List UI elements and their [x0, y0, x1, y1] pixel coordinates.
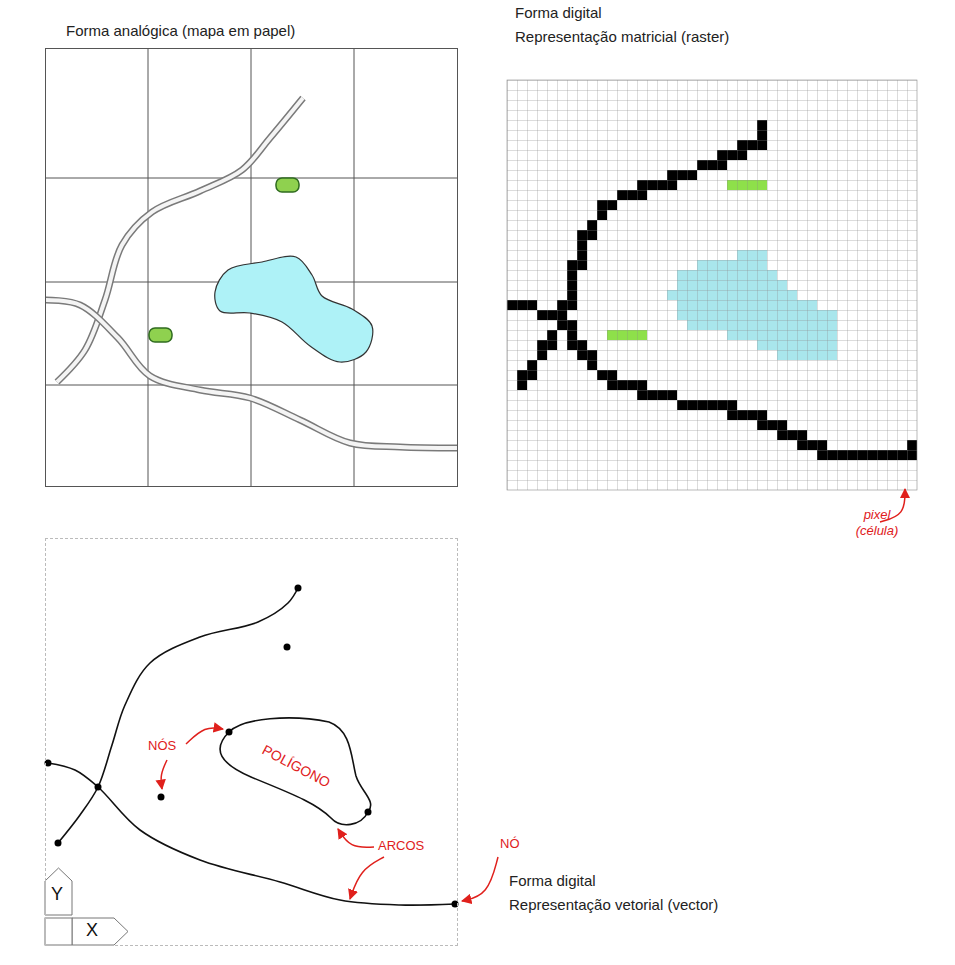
- leader-lines: [161, 489, 905, 901]
- node-point: [95, 784, 102, 791]
- leader-arrow: [161, 760, 167, 789]
- node-point: [226, 729, 233, 736]
- grid-line: [148, 48, 149, 487]
- road-outline: [46, 300, 457, 448]
- panel-heading: Forma analógica (mapa em papel): [66, 22, 295, 40]
- lake: [215, 256, 373, 362]
- x-axis-arrow: [72, 918, 128, 945]
- callout-label: NÓ: [500, 836, 520, 852]
- node-point: [284, 644, 291, 651]
- callout-label: NÓS: [148, 738, 176, 754]
- road-outline: [57, 98, 303, 382]
- road-fill: [57, 98, 303, 382]
- leader-arrow: [350, 857, 384, 899]
- axis-icon: [45, 868, 128, 945]
- pixel-label: pixel (célula): [846, 507, 908, 539]
- analog-map: [45, 48, 458, 487]
- grid-line: [45, 385, 458, 386]
- polygon-shape: POLÍGONO: [201, 706, 386, 836]
- polygon-path: [220, 718, 371, 825]
- panel-heading: Forma digital: [515, 4, 602, 22]
- panel-heading: Representação vetorial (vector): [509, 896, 718, 914]
- vegetation: [276, 178, 299, 192]
- node-point: [158, 794, 165, 801]
- grid-line: [45, 178, 458, 179]
- panel-heading: Representação matricial (raster): [515, 28, 729, 46]
- node-point: [365, 809, 372, 816]
- leader-arrow: [186, 728, 223, 744]
- raster-panel: Forma digitalRepresentação matricial (ra…: [507, 80, 918, 490]
- leader-arrow: [462, 857, 498, 901]
- axis-origin: [45, 918, 72, 945]
- node-point: [55, 840, 62, 847]
- pixel-grid: [507, 80, 917, 490]
- analog-panel: Forma analógica (mapa em papel): [45, 48, 458, 487]
- y-axis-arrow: [45, 868, 72, 915]
- panel-heading: Forma digital: [509, 872, 596, 890]
- leader-arrow: [338, 829, 374, 847]
- node-point: [295, 585, 302, 592]
- arc-line: [48, 763, 455, 905]
- vector-map: [45, 585, 459, 908]
- axis-label: X: [86, 922, 98, 938]
- axis-label: Y: [51, 886, 63, 902]
- vector-panel: Forma digitalRepresentação vetorial (vec…: [45, 538, 458, 946]
- grid-line: [354, 48, 355, 487]
- vegetation: [149, 328, 172, 342]
- callout-label: ARCOS: [378, 838, 424, 854]
- road-fill: [46, 300, 457, 448]
- raster-map: [507, 80, 917, 490]
- arc-line: [58, 588, 298, 843]
